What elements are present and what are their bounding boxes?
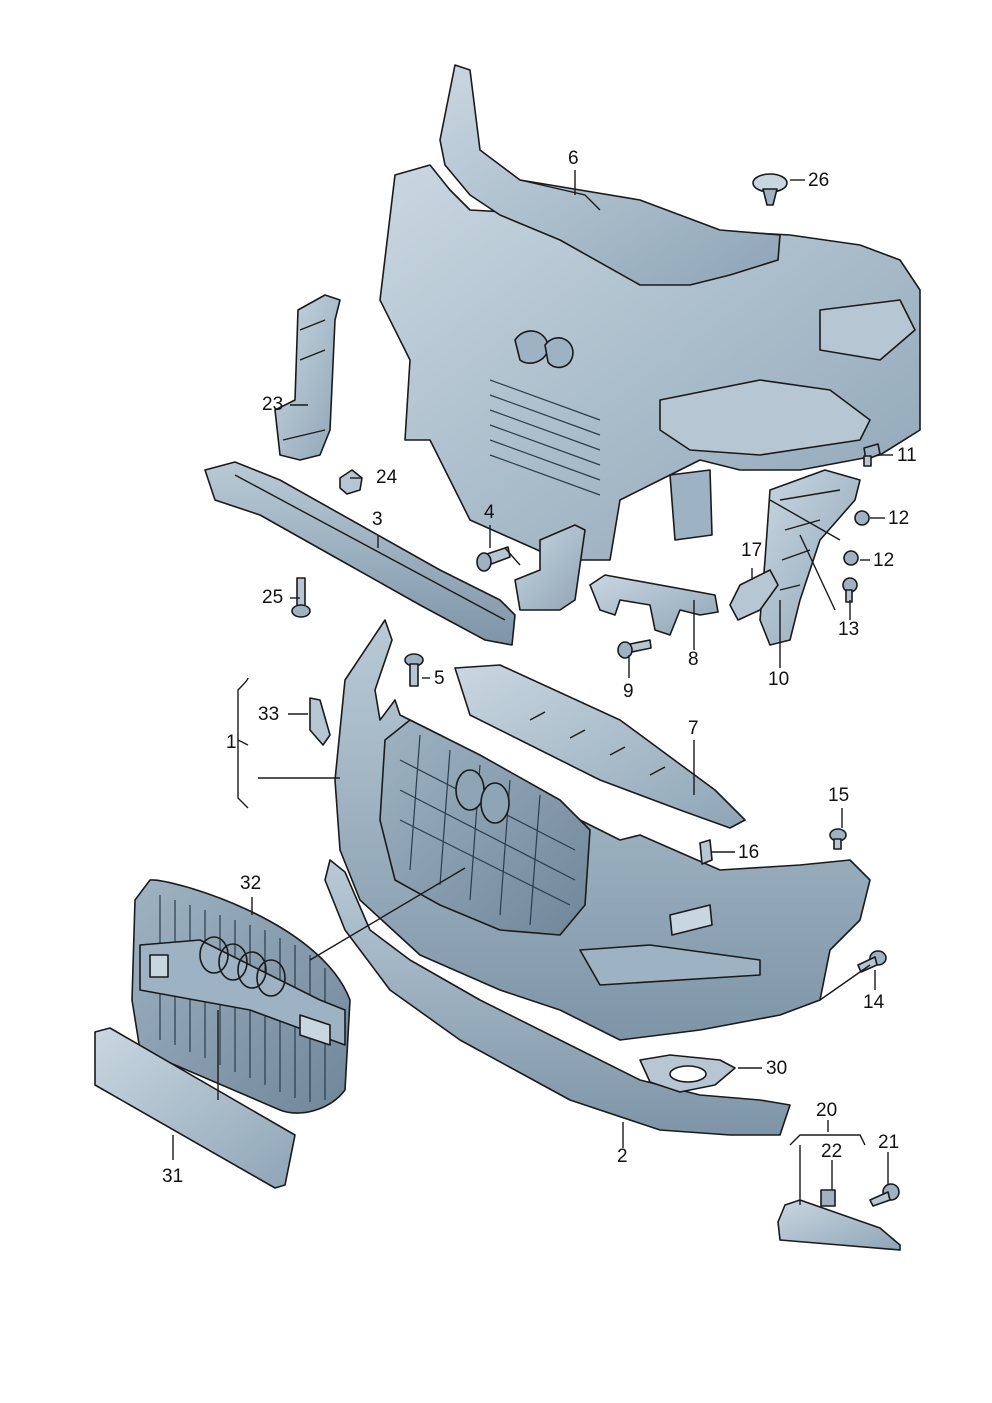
label-1: 1 [226,732,237,753]
part-23-bracket [274,294,341,461]
part-7-grille-insert [454,664,746,829]
label-3: 3 [372,509,383,530]
label-6: 6 [568,148,579,169]
part-15-clip [829,828,847,850]
part-30-trim [639,1054,736,1093]
label-14: 14 [863,992,885,1013]
label-23: 23 [262,394,283,415]
part-9-screw [617,639,652,659]
label-7: 7 [688,718,699,739]
label-9: 9 [623,681,634,702]
label-10: 10 [768,669,789,690]
part-20-trim [777,1199,901,1251]
part-number-labels: 6 26 23 24 11 3 4 12 17 12 25 13 8 10 5 … [162,148,917,1187]
part-11-screw [863,443,881,467]
label-11: 11 [897,445,917,466]
label-17: 17 [741,540,762,561]
part-22-nut [820,1189,836,1207]
part-32-radiator-grille [131,879,351,1114]
part-31-plate-holder [94,1027,296,1189]
label-16: 16 [738,842,759,863]
part-4-bolt [476,546,511,572]
part-13-screw [842,577,858,603]
label-22: 22 [821,1141,842,1162]
label-30: 30 [766,1058,787,1079]
label-15: 15 [828,785,849,806]
label-20: 20 [816,1100,837,1121]
label-31: 31 [162,1166,183,1187]
part-12-screw-b [843,550,859,566]
label-25: 25 [262,587,283,608]
label-13: 13 [838,619,859,640]
part-24-nut [339,469,363,495]
part-26-clip [752,173,788,206]
part-5-bolt [404,653,424,687]
part-25-bolt [291,577,311,618]
part-33-clip [309,697,331,746]
part-6-upper-cover [439,64,781,286]
label-21: 21 [878,1132,899,1153]
part-14-screw [857,950,887,973]
part-3-bumper-beam [204,461,516,646]
label-12b: 12 [873,550,894,571]
part-17-guide-piece [729,569,779,621]
label-12a: 12 [888,508,909,529]
label-26: 26 [808,170,829,191]
label-24: 24 [376,467,398,488]
label-8: 8 [688,649,699,670]
label-5: 5 [434,668,445,689]
part-16-small-part [699,839,713,865]
part-1-bumper-cover [334,619,871,1041]
front-structure [379,164,921,561]
label-32: 32 [240,873,261,894]
part-8-guide [589,574,719,636]
label-2: 2 [617,1146,628,1167]
part-12-screw-a [854,510,870,526]
label-33: 33 [258,704,279,725]
label-4: 4 [484,502,495,523]
center-bracket [514,524,586,611]
leader-lines [172,170,893,1205]
part-21-screw [869,1183,900,1207]
part-2-lower-spoiler [324,859,791,1136]
